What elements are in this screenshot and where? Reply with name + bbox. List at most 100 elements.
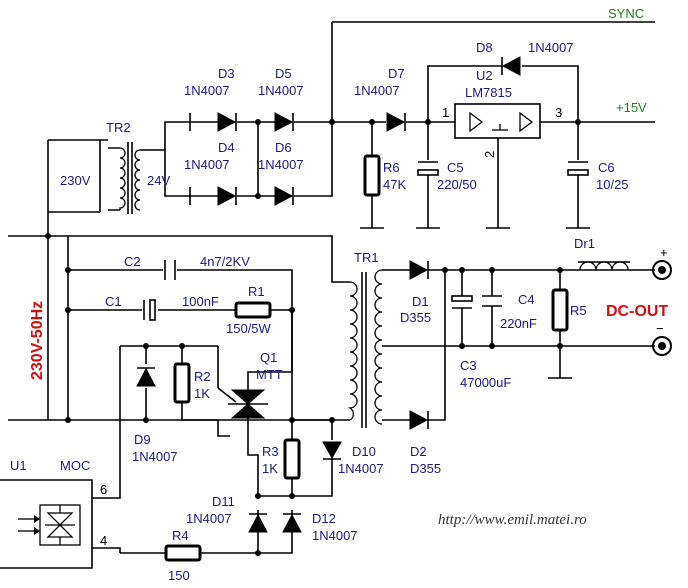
label-c2: C2 [124,254,141,269]
capacitor-c3 [451,295,473,309]
diode-d3 [217,112,237,132]
label-d1: D1 [412,294,429,309]
transformer-tr2 [119,142,141,214]
label-plus15v: +15V [616,100,647,115]
label-r5: R5 [570,303,587,318]
transformer-tr1 [347,269,383,428]
label-d9-part: 1N4007 [132,449,178,464]
output-terminal-plus [652,260,672,280]
wires [8,21,655,554]
label-pin6: 6 [100,482,107,497]
label-d4-part: 1N4007 [184,157,230,172]
label-r4: R4 [172,528,189,543]
junction-dots [45,119,581,556]
capacitor-c5 [417,161,439,176]
label-q1-part: MTT [256,367,283,382]
label-r4-value: 150 [168,568,190,583]
label-pin4: 4 [100,533,107,548]
diode-d11 [248,513,268,533]
resistor-r6 [363,154,381,197]
label-d11: D11 [212,494,235,509]
label-d9: D9 [134,432,151,447]
label-u1-part: MOC [60,458,90,473]
label-r6: R6 [383,160,400,175]
output-terminal-minus [652,336,672,356]
label-sync: SYNC [608,6,644,21]
resistor-r4 [164,544,202,562]
capacitor-c6 [567,161,589,176]
diode-d7 [386,112,406,132]
label-r1-value: 150/5W [226,321,272,336]
label-u2: U2 [476,68,493,83]
diode-d5 [274,112,294,132]
diode-d10 [322,441,342,460]
label-c4: C4 [518,292,535,307]
label-d8-part: 1N4007 [528,40,574,55]
label-d12: D12 [312,511,336,526]
diode-d8 [501,56,521,76]
label-d5-part: 1N4007 [258,83,304,98]
diode-d6 [274,186,294,206]
label-d6-part: 1N4007 [258,157,304,172]
label-r2: R2 [194,369,211,384]
label-d8: D8 [476,40,493,55]
label-d11-part: 1N4007 [186,511,232,526]
label-tr1: TR1 [354,250,379,265]
label-u1: U1 [10,458,27,473]
label-c5-value: 220/50 [437,177,477,192]
label-c1: C1 [105,294,122,309]
diode-d2 [409,410,429,430]
label-r1: R1 [248,284,265,299]
label-c6-value: 10/25 [596,177,629,192]
label-pin3: 3 [555,105,562,120]
capacitor-c2 [164,260,176,280]
resistor-r3 [283,438,301,480]
label-q1: Q1 [260,350,277,365]
label-d6: D6 [275,140,292,155]
diode-d9 [136,367,156,387]
label-dc-out: DC-OUT [606,303,668,320]
label-d10: D10 [352,444,376,459]
triac-q1 [217,380,268,420]
resistor-r5 [551,288,569,332]
label-c2-value: 4n7/2KV [200,254,250,269]
label-r2-value: 1K [194,386,210,401]
label-c5: C5 [447,160,464,175]
label-c6: C6 [598,160,615,175]
website-url: http://www.emil.matei.ro [438,512,587,528]
resistor-r2 [173,362,191,404]
label-mains: 230V-50Hz [29,301,46,380]
label-tr2: TR2 [106,120,131,135]
capacitor-c1 [143,299,156,321]
capacitor-c4 [482,295,502,307]
label-d3-part: 1N4007 [184,83,230,98]
label-d7: D7 [388,66,405,81]
label-c3: C3 [460,358,477,373]
label-u2-part: LM7815 [465,85,512,100]
label-tr2-secondary: 24V [147,173,170,188]
diode-d1 [409,260,429,280]
label-d5: D5 [275,66,292,81]
label-d7-part: 1N4007 [354,83,400,98]
label-dr1: Dr1 [574,236,595,251]
label-pin2: 2 [482,151,497,158]
label-d2: D2 [410,444,427,459]
optocoupler-u1 [0,479,93,569]
label-tr2-primary: 230V [60,173,91,188]
inductor-dr1 [579,261,629,271]
diode-d4 [217,186,237,206]
label-d1-part: D355 [400,310,431,325]
label-pin1: 1 [442,105,449,120]
regulator-u2 [454,103,541,139]
label-minus: − [656,321,664,336]
label-d4: D4 [218,140,235,155]
label-c1-value: 100nF [182,294,219,309]
label-d12-part: 1N4007 [312,528,358,543]
label-d2-part: D355 [410,461,441,476]
label-r3-value: 1K [262,461,278,476]
resistor-r1 [234,301,272,319]
label-r3: R3 [262,444,279,459]
label-d10-part: 1N4007 [338,461,384,476]
